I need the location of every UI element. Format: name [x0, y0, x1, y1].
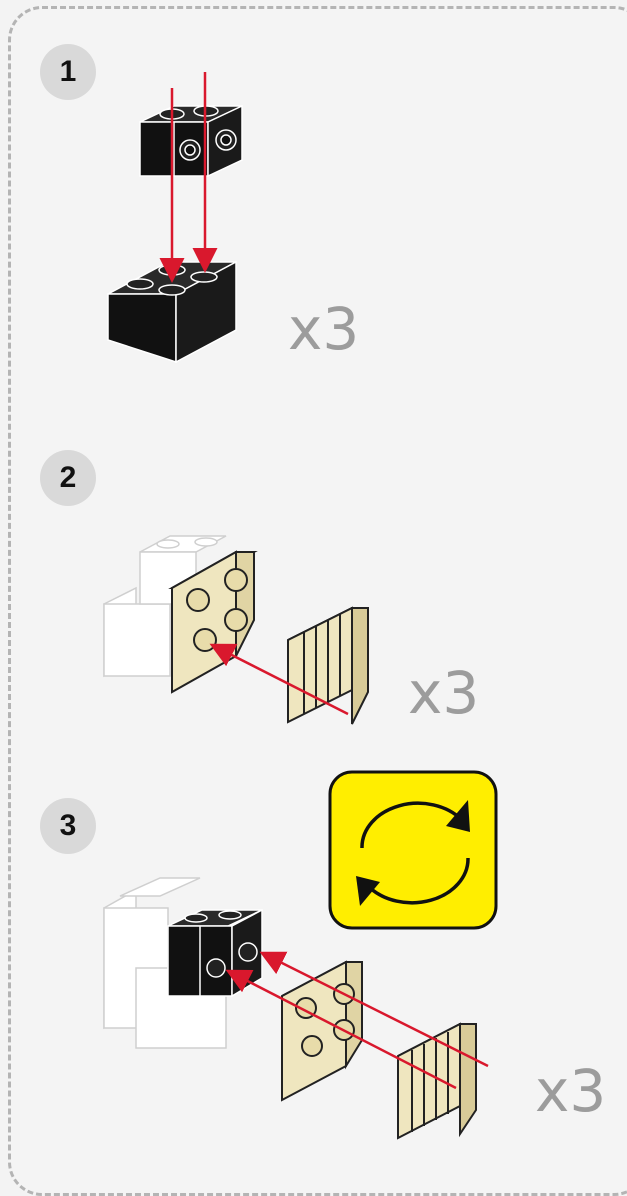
step-1-illustration	[108, 72, 242, 362]
tan-grille-tile	[288, 608, 368, 724]
step-2-illustration	[104, 536, 368, 724]
black-brick-1x1-pair	[140, 106, 242, 176]
black-brick-1x1-pair-step3	[168, 910, 262, 996]
rotate-model-icon	[330, 772, 496, 928]
